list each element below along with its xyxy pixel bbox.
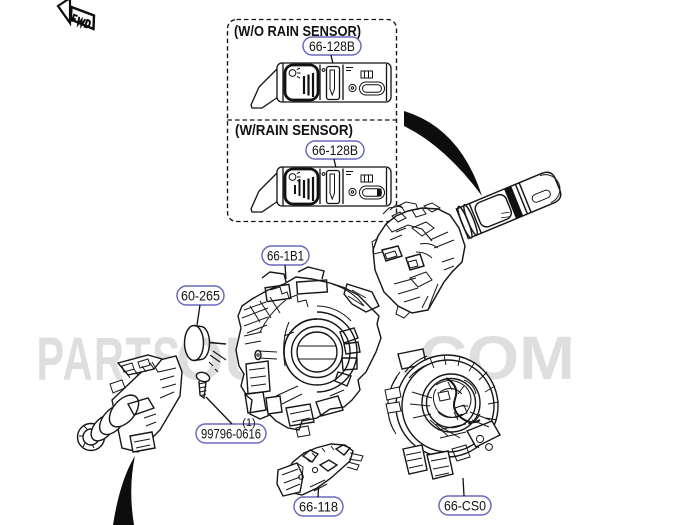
svg-text:66-CS0: 66-CS0 [444,499,486,514]
svg-text:99796-0616: 99796-0616 [201,427,261,442]
svg-text:(W/O RAIN SENSOR): (W/O RAIN SENSOR) [234,24,361,40]
svg-text:(1): (1) [242,417,255,429]
svg-text:(W/RAIN SENSOR): (W/RAIN SENSOR) [235,123,353,139]
svg-text:66-128B: 66-128B [309,39,355,54]
svg-text:60-265: 60-265 [181,289,220,304]
svg-text:66-128B: 66-128B [312,143,358,158]
svg-text:66-1B1: 66-1B1 [267,249,304,264]
svg-text:66-118: 66-118 [299,500,338,515]
